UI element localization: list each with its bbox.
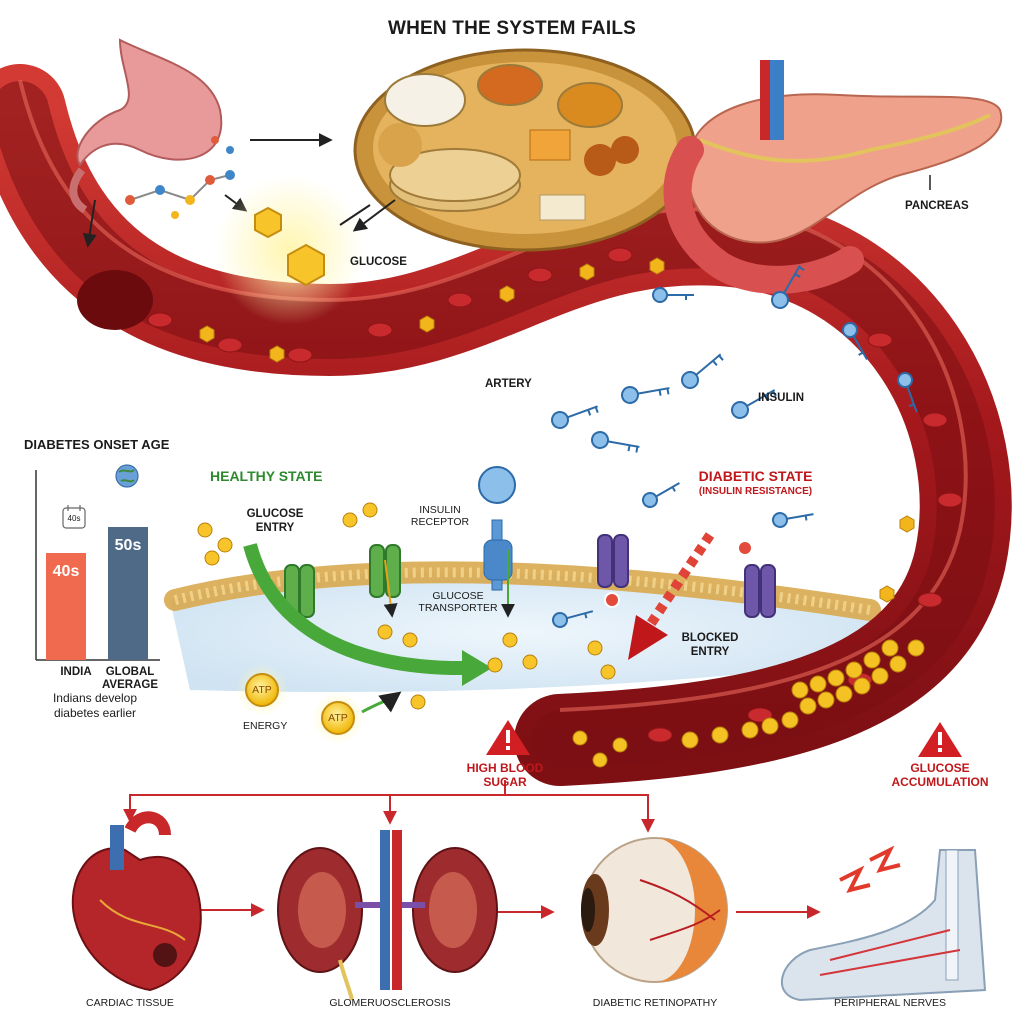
insulin-receptor-label-line1: INSULIN: [419, 504, 461, 516]
inset-chart-frame: [35, 464, 160, 661]
pancreas-illustration: [663, 60, 1003, 294]
glucose-entry-label-line2: ENTRY: [255, 522, 295, 534]
blocked-entry-label-line2: ENTRY: [690, 646, 730, 658]
atp-molecules: [236, 664, 402, 744]
bar-global-average: [108, 527, 148, 660]
artery-label: ARTERY: [485, 378, 532, 390]
complication-connectors: [123, 780, 821, 919]
high-blood-sugar-label-line1: HIGH BLOOD: [466, 761, 544, 775]
inset-caption-line1: Indians develop: [52, 691, 138, 705]
glucose-transporter-label-line2: TRANSPORTER: [418, 602, 498, 614]
glucose-accumulation-cluster: [572, 639, 925, 768]
insulin-label: INSULIN: [758, 392, 804, 404]
glucose-entry-arrow: [243, 543, 515, 686]
insulin-keys: [551, 264, 918, 628]
insulin-resistance-label: (INSULIN RESISTANCE): [698, 486, 813, 497]
complication-label-eye: DIABETIC RETINOPATHY: [592, 997, 718, 1009]
insulin-receptor-label-line2: RECEPTOR: [410, 516, 470, 528]
energy-label: ENERGY: [243, 720, 288, 732]
food-platter-illustration: [352, 48, 697, 252]
stomach-illustration: [69, 38, 223, 248]
insulin-receptor: [478, 466, 516, 591]
blocked-transporters: [597, 534, 776, 618]
inset-caption-line2: diabetes earlier: [53, 706, 137, 720]
calendar-icon-badge: 40s: [67, 514, 81, 523]
inset-chart-title: DIABETES ONSET AGE: [24, 437, 170, 452]
glucose-molecules: [199, 257, 915, 603]
warning-icons: [486, 720, 962, 757]
pancreas-label: PANCREAS: [905, 200, 969, 212]
glucose-label: GLUCOSE: [350, 256, 407, 268]
glucose-accumulation-label-line1: GLUCOSE: [910, 761, 970, 775]
high-blood-sugar-label-line2: SUGAR: [483, 775, 527, 789]
bar-india-category-label: INDIA: [60, 666, 92, 678]
cell-glucose: [197, 502, 616, 710]
bar-global-average-category-label: GLOBAL AVERAGE: [101, 666, 159, 691]
glucose-entry-label-line1: GLUCOSE: [246, 508, 304, 520]
heart-illustration: [71, 811, 202, 992]
page-title: WHEN THE SYSTEM FAILS: [387, 18, 637, 39]
blocked-entry-arrow: [628, 532, 715, 660]
healthy-state-label: HEALTHY STATE: [210, 468, 323, 484]
complication-label-cardiac: CARDIAC TISSUE: [86, 997, 174, 1009]
complication-label-kidney: GLOMERUOSCLEROSIS: [329, 997, 451, 1009]
atp-label-1: ATP: [252, 684, 272, 696]
glucose-transporter-label-line1: GLUCOSE: [432, 590, 484, 602]
eye-illustration: [581, 837, 728, 983]
bar-global-average-value-label: 50s: [114, 537, 142, 554]
molecule-chains: [125, 133, 333, 219]
atp-label-2: ATP: [328, 712, 348, 724]
bar-india: [46, 553, 86, 660]
complication-label-nerves: PERIPHERAL NERVES: [833, 997, 947, 1009]
diabetic-state-label: DIABETIC STATE: [698, 468, 813, 484]
glucose-accumulation-label-line2: ACCUMULATION: [891, 775, 989, 789]
kidneys-illustration: [277, 830, 498, 1001]
foot-illustration: [780, 845, 987, 1002]
glucose-glow-molecules: [215, 175, 371, 325]
bar-india-value-label: 40s: [52, 563, 80, 580]
blocked-entry-label-line1: BLOCKED: [681, 632, 739, 644]
